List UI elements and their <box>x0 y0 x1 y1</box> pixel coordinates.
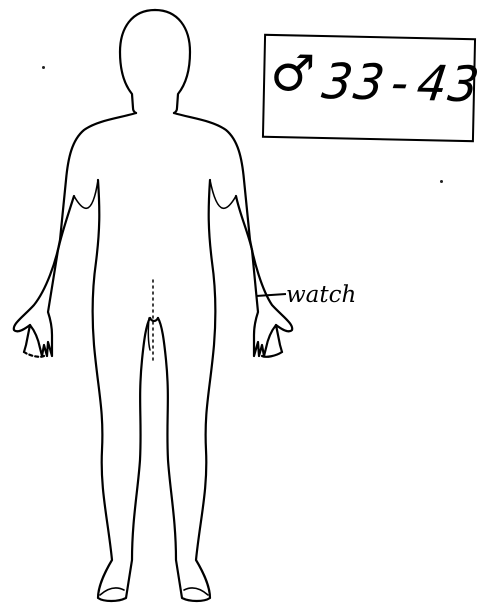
scan-speck <box>42 66 45 69</box>
watch-annotation: watch <box>286 282 356 308</box>
head-outline <box>120 10 155 113</box>
right-torso-outline <box>174 113 292 331</box>
left-torso-outline <box>14 113 136 331</box>
right-leg-outline <box>158 180 215 601</box>
left-leg-outline <box>93 180 150 601</box>
age-sex-label-box: ♂ 33-43 <box>262 34 476 142</box>
scan-speck <box>440 180 443 183</box>
male-symbol-icon: ♂ <box>270 48 316 99</box>
age-range-text: 33-43 <box>320 57 480 109</box>
